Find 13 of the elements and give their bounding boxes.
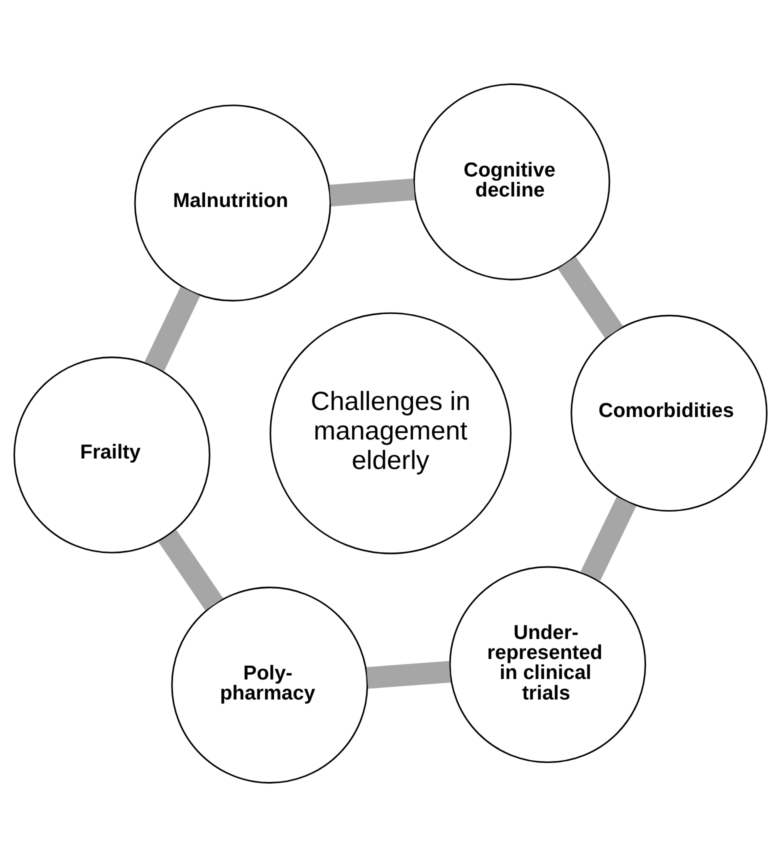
connector [366,660,451,688]
node-circle: Malnutrition [134,104,332,301]
node-circle: Under- represented in clinical trials [449,566,646,763]
node-circle: Challenges in management elderly [270,312,512,554]
connector [558,256,624,338]
connector [158,529,224,610]
node-circle: Comorbidities [570,314,768,512]
node-circle: Cognitive decline [413,82,610,280]
connector [144,286,200,371]
connector [329,178,415,206]
node-circle: Frailty [13,356,210,553]
node-circle: Poly- pharmacy [171,586,368,784]
connector [580,496,636,580]
